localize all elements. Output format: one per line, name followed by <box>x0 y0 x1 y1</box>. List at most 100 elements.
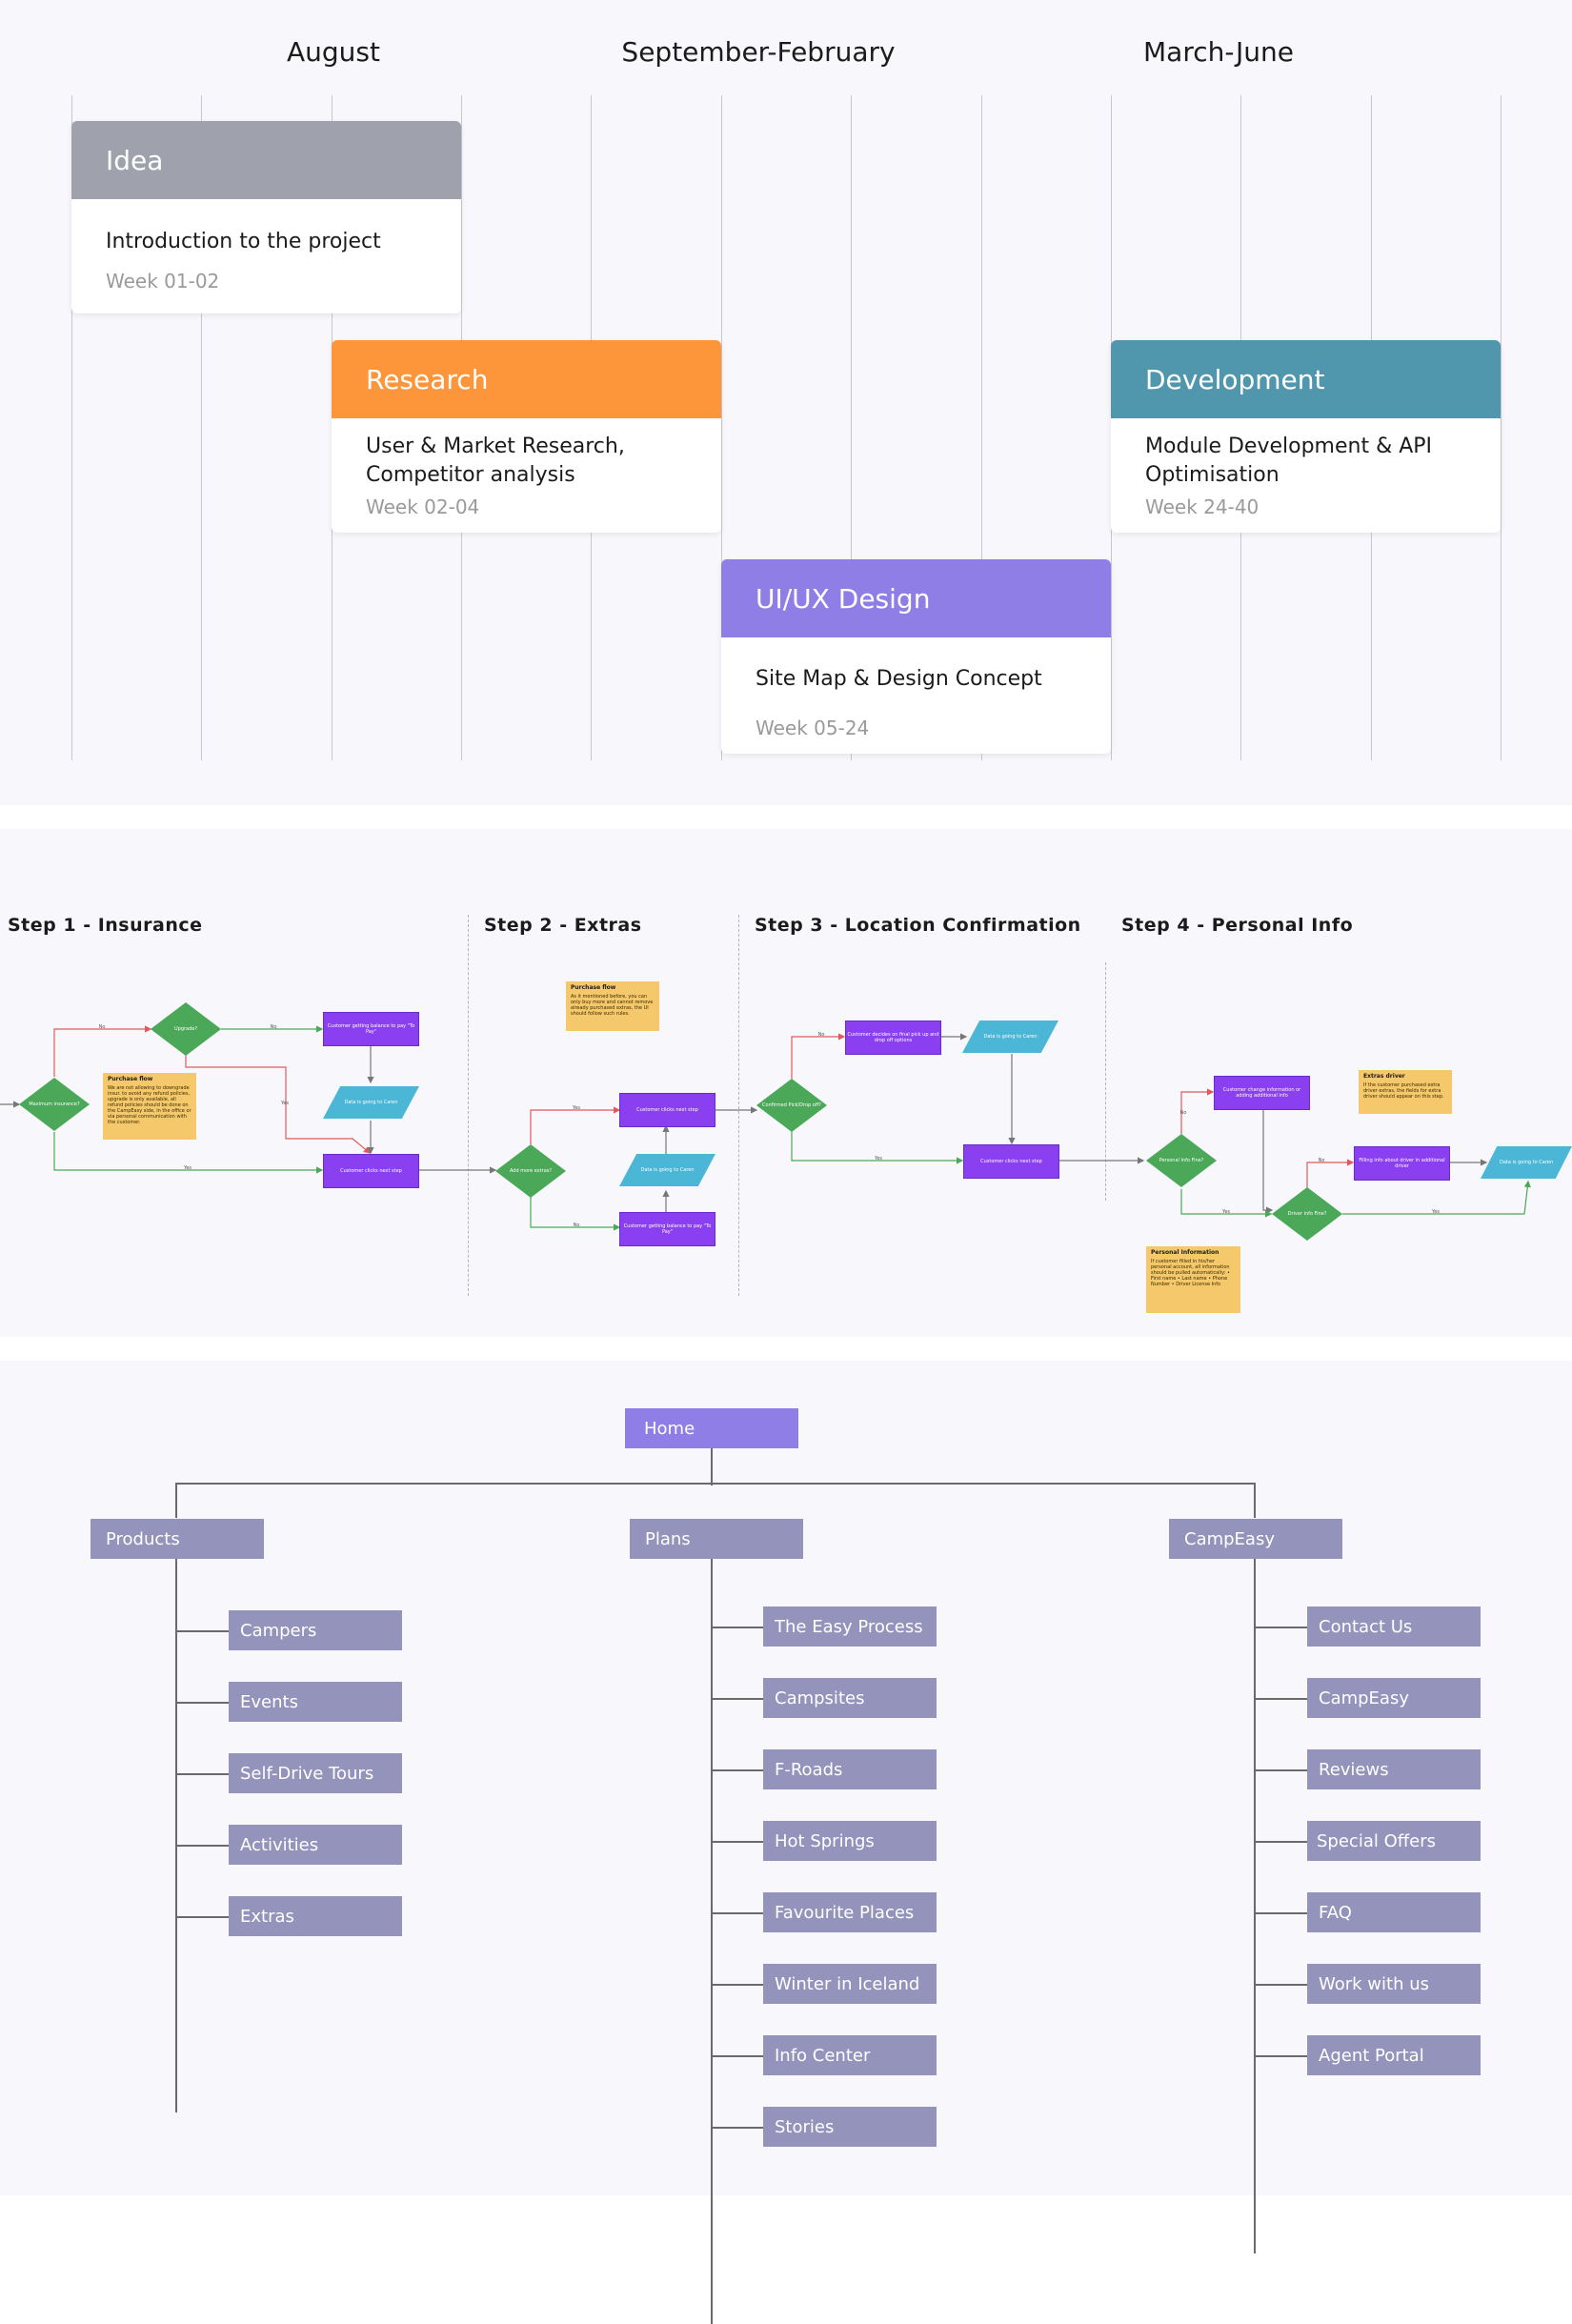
sitemap-item-info-center[interactable]: Info Center <box>763 2035 937 2075</box>
sitemap-campeasy[interactable]: CampEasy <box>1169 1519 1342 1559</box>
sitemap-item-self-drive-tours[interactable]: Self-Drive Tours <box>229 1753 402 1793</box>
connector-line <box>175 1630 229 1632</box>
step-title-location: Step 3 - Location Confirmation <box>755 915 1081 936</box>
connector-line <box>175 1845 229 1847</box>
connector-line <box>711 2055 764 2057</box>
connector-line <box>1254 2055 1307 2057</box>
connector-line <box>175 1702 229 1704</box>
sitemap-item-hot-springs[interactable]: Hot Springs <box>763 1821 937 1861</box>
process-customer-getting-balance: Customer getting balance to pay "To Pay" <box>619 1212 715 1246</box>
sitemap-products[interactable]: Products <box>91 1519 264 1559</box>
connector-line <box>175 1483 177 1518</box>
connector-line <box>1254 1483 1256 1518</box>
sitemap-item-reviews[interactable]: Reviews <box>1307 1749 1481 1789</box>
phase-title: Idea <box>71 121 461 199</box>
phase-description: Introduction to the project <box>106 230 381 253</box>
sitemap-panel: Home Products Plans CampEasy Campers Eve… <box>0 1361 1572 2324</box>
sitemap-item-contact-us[interactable]: Contact Us <box>1307 1607 1481 1647</box>
note-text: If the customer purchased extra driver e… <box>1363 1082 1444 1100</box>
connector-line <box>175 1483 1256 1485</box>
step-title-insurance: Step 1 - Insurance <box>8 915 203 936</box>
edge-label: No <box>1318 1158 1325 1163</box>
sitemap-item-events[interactable]: Events <box>229 1682 402 1722</box>
grid-line <box>851 95 852 760</box>
process-customer-clicks-next: Customer clicks next step <box>619 1093 715 1127</box>
edge-label: Yes <box>1431 1209 1441 1215</box>
connector-line <box>175 1916 229 1918</box>
note-text: We are not allowing to downgrade insur. … <box>108 1085 191 1125</box>
sitemap-item-the-easy-process[interactable]: The Easy Process <box>763 1607 937 1647</box>
edge-label: Yes <box>874 1156 883 1162</box>
note-purchase-flow: Purchase flow As it mentioned before, yo… <box>566 981 659 1031</box>
step-separator <box>738 915 739 1296</box>
process-customer-clicks-next: Customer clicks next step <box>963 1144 1059 1179</box>
sitemap-item-stories[interactable]: Stories <box>763 2107 937 2147</box>
step-separator <box>1105 962 1106 1201</box>
note-text: If customer filled in his/her personal a… <box>1151 1259 1230 1287</box>
sitemap-item-extras[interactable]: Extras <box>229 1896 402 1936</box>
timeline-panel: August September-February March-June Ide… <box>0 0 1572 805</box>
month-september-february: September-February <box>621 36 896 68</box>
connector-line <box>711 1698 764 1700</box>
note-title: Purchase flow <box>571 984 616 991</box>
sitemap-item-winter-in-iceland[interactable]: Winter in Iceland <box>763 1964 937 2004</box>
phase-title: Development <box>1111 340 1501 418</box>
phase-week: Week 24-40 <box>1145 495 1260 518</box>
note-title: Personal Information <box>1151 1249 1219 1256</box>
edge-label: Yes <box>1221 1209 1231 1215</box>
edge-label: No <box>573 1223 580 1228</box>
phase-description: Site Map & Design Concept <box>756 667 1042 691</box>
phase-week: Week 05-24 <box>756 717 870 739</box>
sitemap-item-campsites[interactable]: Campsites <box>763 1678 937 1718</box>
phase-card-idea: Idea Introduction to the project Week 01… <box>71 121 461 313</box>
phase-card-research: Research User & Market Research, Competi… <box>332 340 721 533</box>
note-extras-driver: Extras driver If the customer purchased … <box>1359 1070 1452 1114</box>
process-customer-decides: Customer decides on final pick up and dr… <box>845 1021 941 1055</box>
data-going-to-caren: Data is going to Caren <box>1481 1146 1572 1179</box>
grid-line <box>981 95 982 760</box>
user-flow-panel: Step 1 - Insurance Step 2 - Extras Step … <box>0 829 1572 1337</box>
sitemap-item-campers[interactable]: Campers <box>229 1610 402 1650</box>
edge-label: Yes <box>572 1105 581 1111</box>
note-text: As it mentioned before, you can only buy… <box>571 994 654 1017</box>
phase-card-uiux-design: UI/UX Design Site Map & Design Concept W… <box>721 559 1111 754</box>
connector-line <box>711 1984 764 1986</box>
sitemap-item-agent-portal[interactable]: Agent Portal <box>1307 2035 1481 2075</box>
edge-label: No <box>1179 1110 1187 1116</box>
month-august: August <box>287 36 380 68</box>
phase-week: Week 01-02 <box>106 270 220 293</box>
grid-line <box>721 95 722 760</box>
sitemap-plans[interactable]: Plans <box>630 1519 803 1559</box>
sitemap-item-campeasy[interactable]: CampEasy <box>1307 1678 1481 1718</box>
phase-title: Research <box>332 340 721 418</box>
connector-line <box>711 1769 764 1771</box>
connector-line <box>1254 1627 1307 1628</box>
connector-line <box>1254 1769 1307 1771</box>
edge-label: No <box>270 1024 277 1030</box>
month-march-june: March-June <box>1143 36 1294 68</box>
sitemap-item-f-roads[interactable]: F-Roads <box>763 1749 937 1789</box>
sitemap-item-work-with-us[interactable]: Work with us <box>1307 1964 1481 2004</box>
grid-line <box>201 95 202 760</box>
edge-label: No <box>817 1032 825 1038</box>
connector-line <box>1254 1558 1256 2253</box>
note-personal-information: Personal Information If customer filled … <box>1146 1246 1240 1313</box>
grid-line <box>71 95 72 760</box>
phase-description: Module Development & API Optimisation <box>1145 434 1433 487</box>
sitemap-item-special-offers[interactable]: Special Offers <box>1307 1821 1481 1861</box>
data-going-to-caren: Data is going to Caren <box>619 1154 715 1186</box>
process-customer-getting-balance: Customer getting balance to pay "To Pay" <box>323 1012 419 1046</box>
connector-line <box>1254 1984 1307 1986</box>
step-title-personal-info: Step 4 - Personal Info <box>1121 915 1354 936</box>
sitemap-item-faq[interactable]: FAQ <box>1307 1892 1481 1932</box>
note-title: Extras driver <box>1363 1073 1405 1080</box>
sitemap-home[interactable]: Home <box>625 1408 798 1448</box>
phase-description: User & Market Research, Competitor analy… <box>366 434 625 487</box>
connector-line <box>1254 1841 1307 1843</box>
connector-line <box>1254 1912 1307 1914</box>
data-going-to-caren: Data is going to Caren <box>962 1021 1058 1053</box>
connector-line <box>175 1558 177 2112</box>
step-separator <box>468 915 469 1296</box>
sitemap-item-favourite-places[interactable]: Favourite Places <box>763 1892 937 1932</box>
sitemap-item-activities[interactable]: Activities <box>229 1825 402 1865</box>
